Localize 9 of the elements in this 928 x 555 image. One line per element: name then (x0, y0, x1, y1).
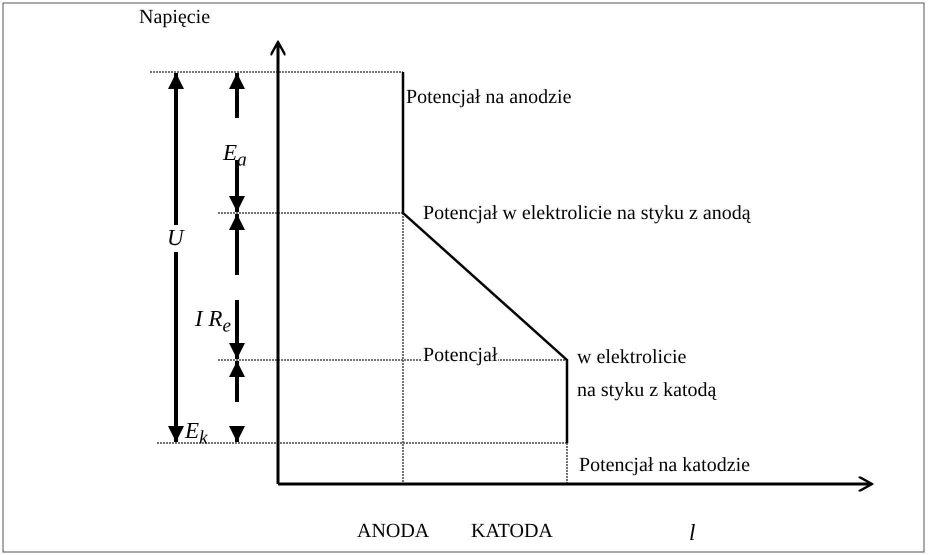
annotation: na styku z katodą (576, 380, 718, 400)
dimension-label: U (166, 226, 185, 249)
annotation: Potencjał na katodzie (578, 455, 752, 475)
annotation: Potencjał (422, 345, 498, 365)
axis-label: l (688, 521, 696, 544)
dimension-label: I R$_{e}$ (194, 307, 232, 336)
annotation: Potencjał w elektrolicie na styku z anodą (422, 203, 752, 223)
annotation: Potencjał na anodzie (405, 87, 572, 107)
axis-title: Napięcie (138, 7, 212, 27)
